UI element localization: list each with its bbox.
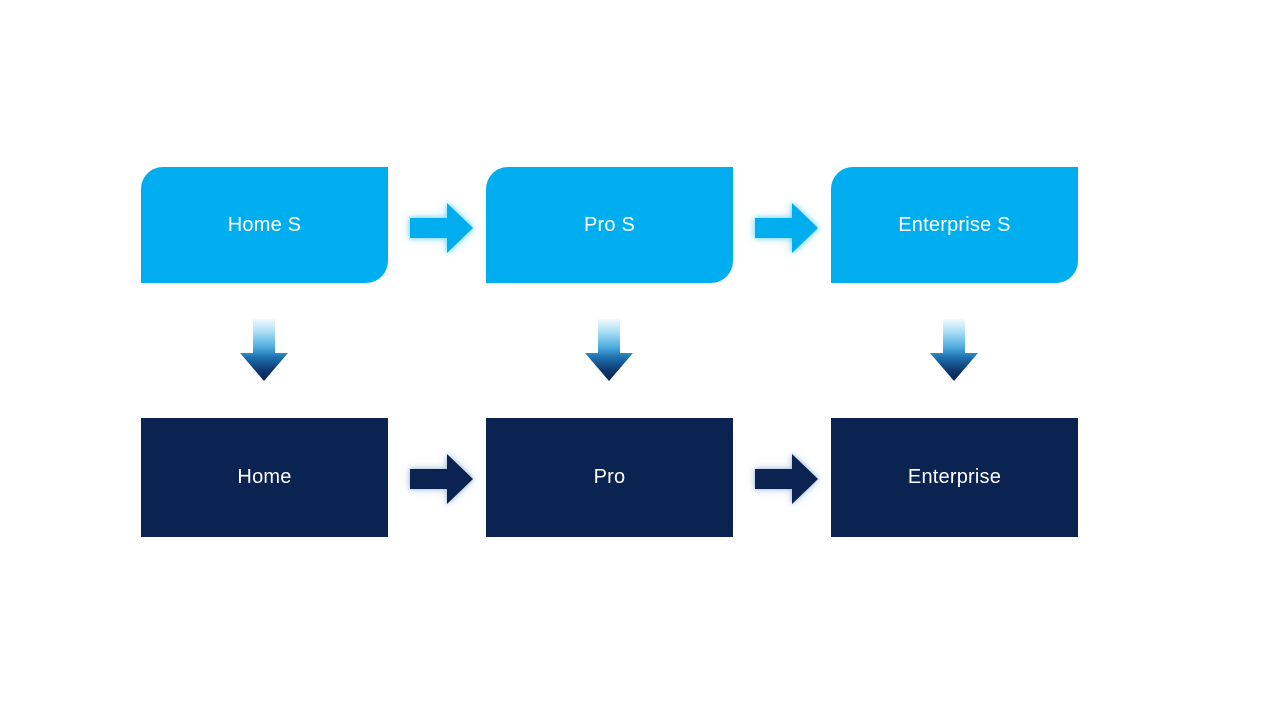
node-pro-label: Pro [593,466,626,488]
node-enterprise: Enterprise [831,418,1078,537]
node-home: Home [141,418,388,537]
node-home-s: Home S [141,167,388,283]
node-enterprise-s-label: Enterprise S [898,213,1011,236]
node-pro-s-label: Pro S [583,213,636,236]
arrow-right-top-2-icon [755,203,818,253]
arrow-down-1-icon [240,319,288,381]
node-pro-s: Pro S [486,167,733,283]
arrow-down-2-icon [585,319,633,381]
arrow-down-3-icon [930,319,978,381]
arrow-right-bottom-1-icon [410,454,473,504]
arrow-right-top-1-icon [410,203,473,253]
node-pro: Pro [486,418,733,537]
node-enterprise-label: Enterprise [907,466,1002,488]
node-home-label: Home [237,466,292,488]
node-enterprise-s: Enterprise S [831,167,1078,283]
node-home-s-label: Home S [227,213,302,236]
arrow-right-bottom-2-icon [755,454,818,504]
